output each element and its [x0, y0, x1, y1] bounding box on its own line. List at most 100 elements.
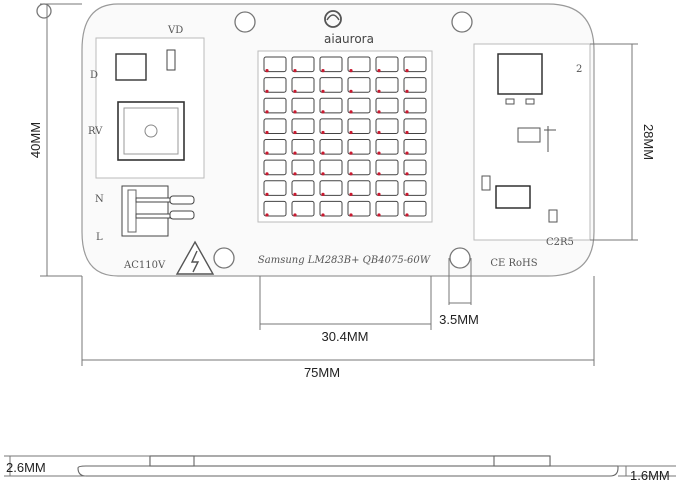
led-chip	[291, 56, 315, 73]
label-2: 2	[576, 64, 582, 75]
component-d	[115, 53, 147, 81]
led-polarity-dot	[321, 192, 325, 196]
dim-panel-label: 28MM	[641, 124, 656, 160]
led-polarity-dot	[265, 151, 269, 155]
led-polarity-dot	[293, 192, 297, 196]
label-rv: RV	[88, 126, 103, 137]
led-chip	[375, 56, 399, 73]
print-line: Samsung LM283B+ QB4075-60W	[258, 255, 431, 266]
led-chip	[263, 56, 287, 73]
dim-width-label: 75MM	[304, 365, 340, 380]
led-chip	[319, 97, 343, 114]
led-chip	[403, 159, 427, 176]
dim-total-thickness: 2.6MM	[6, 460, 46, 475]
led-polarity-dot	[349, 110, 353, 114]
led-polarity-dot	[293, 110, 297, 114]
label-l: L	[96, 232, 103, 243]
led-chip	[375, 97, 399, 114]
led-chip	[263, 180, 287, 196]
led-chip	[347, 77, 371, 93]
dimension-height	[40, 3, 82, 277]
led-chip	[263, 118, 287, 135]
led-polarity-dot	[377, 213, 381, 217]
led-polarity-dot	[321, 130, 325, 135]
led-polarity-dot	[321, 69, 325, 73]
led-polarity-dot	[349, 192, 353, 196]
led-polarity-dot	[265, 69, 269, 73]
mounting-holes	[213, 11, 473, 269]
led-chip	[319, 180, 343, 196]
led-polarity-dot	[405, 172, 409, 176]
led-polarity-dot	[377, 69, 381, 73]
led-chip	[403, 180, 427, 196]
led-chip	[375, 200, 399, 217]
led-polarity-dot	[349, 89, 353, 93]
led-chip	[403, 200, 427, 217]
brand-logo-icon	[324, 10, 342, 28]
dim-led-label: 30.4MM	[322, 329, 369, 344]
led-polarity-dot	[405, 151, 409, 155]
led-chip	[403, 139, 427, 155]
led-polarity-dot	[321, 213, 325, 217]
led-polarity-dot	[405, 213, 409, 217]
led-chip	[347, 56, 371, 73]
high-voltage-warning-icon	[175, 240, 215, 275]
led-chip	[291, 77, 315, 93]
led-chip	[319, 159, 343, 176]
led-polarity-dot	[321, 151, 325, 155]
led-chip	[347, 200, 371, 217]
led-chip	[403, 56, 427, 73]
led-polarity-dot	[405, 130, 409, 135]
label-d: D	[90, 70, 98, 81]
led-chip	[319, 118, 343, 135]
led-chip	[291, 180, 315, 196]
led-polarity-dot	[293, 130, 297, 135]
led-chip	[319, 77, 343, 93]
led-polarity-dot	[377, 192, 381, 196]
led-polarity-dot	[321, 172, 325, 176]
led-chip	[291, 200, 315, 217]
led-chip	[319, 56, 343, 73]
led-polarity-dot	[377, 151, 381, 155]
dimension-led-array	[259, 276, 432, 330]
led-chip	[347, 97, 371, 114]
led-chip	[263, 159, 287, 176]
led-chip	[375, 159, 399, 176]
led-chip	[291, 159, 315, 176]
dim-height-label: 40MM	[28, 122, 43, 158]
led-polarity-dot	[349, 69, 353, 73]
dim-hole-label: 3.5MM	[439, 312, 479, 327]
dimension-width	[81, 276, 595, 366]
led-polarity-dot	[405, 89, 409, 93]
led-chip	[347, 180, 371, 196]
led-polarity-dot	[405, 192, 409, 196]
connector-pins	[135, 195, 195, 220]
dimension-thickness	[4, 455, 676, 477]
led-polarity-dot	[321, 89, 325, 93]
led-chip	[319, 200, 343, 217]
led-polarity-dot	[377, 89, 381, 93]
led-chip	[375, 118, 399, 135]
led-polarity-dot	[293, 89, 297, 93]
led-chip	[375, 77, 399, 93]
led-polarity-dot	[265, 172, 269, 176]
led-chip	[263, 97, 287, 114]
led-polarity-dot	[265, 110, 269, 114]
led-polarity-dot	[349, 151, 353, 155]
led-chip	[403, 77, 427, 93]
led-polarity-dot	[349, 213, 353, 217]
label-n: N	[95, 194, 104, 205]
led-polarity-dot	[265, 192, 269, 196]
led-polarity-dot	[349, 172, 353, 176]
led-chip	[375, 180, 399, 196]
led-chip	[263, 139, 287, 155]
led-polarity-dot	[405, 69, 409, 73]
led-polarity-dot	[293, 69, 297, 73]
led-chip	[347, 139, 371, 155]
led-polarity-dot	[377, 110, 381, 114]
brand-name: aiaurora	[324, 32, 374, 46]
led-polarity-dot	[377, 130, 381, 135]
led-chip	[375, 139, 399, 155]
side-profile	[77, 455, 619, 477]
led-chip	[263, 77, 287, 93]
